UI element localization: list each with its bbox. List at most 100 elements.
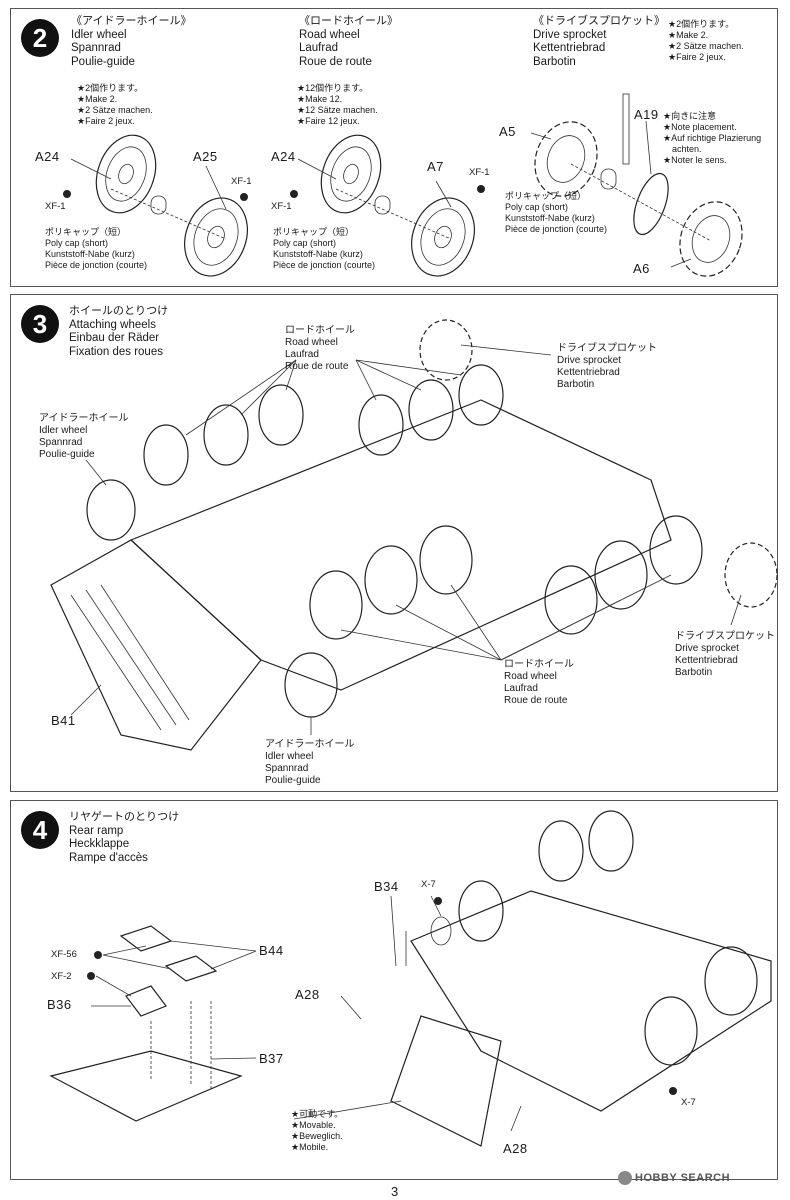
idler-title: 《アイドラーホイール》 Idler wheel Spannrad Poulie-… <box>71 15 191 69</box>
part-label: A19 <box>634 107 659 122</box>
hull-shape <box>129 399 672 691</box>
idler-jp: アイドラーホイール <box>265 739 355 750</box>
sprocket-note: ★2個作ります。 ★Make 2. ★2 Sätze machen. ★Fair… <box>668 19 744 63</box>
idler-title-fr: Poulie-guide <box>71 55 135 68</box>
polycap-en: Poly cap (short) <box>45 238 109 248</box>
polycap-jp: ポリキャップ（短） <box>45 227 127 237</box>
part-label: A28 <box>295 987 320 1002</box>
idler-title-en: Idler wheel <box>71 28 127 41</box>
idler-note: ★2個作ります。 ★Make 2. ★2 Sätze machen. ★Fair… <box>77 83 153 127</box>
paint-label: X-7 <box>681 1097 696 1108</box>
polycap-de: Kunststoff-Nabe (kurz) <box>273 249 363 259</box>
part-label: A24 <box>271 149 296 164</box>
part-label: B44 <box>259 943 284 958</box>
hull-rear-drawing <box>293 810 772 1147</box>
sprocket-note-jp: ★2個作ります。 <box>668 19 735 29</box>
lower-drive-sprocket <box>724 542 778 608</box>
step-2-panel: 2 <box>10 8 778 287</box>
idler-wheel-label-bottom: アイドラーホイール Idler wheel Spannrad Poulie-gu… <box>265 739 355 787</box>
paint-label: X-7 <box>421 879 436 890</box>
step-3-drawing <box>50 319 778 751</box>
road-title-fr: Roue de route <box>299 55 372 68</box>
sprocket-note-fr: ★Faire 2 jeux. <box>668 52 726 62</box>
title-fr: Rampe d'accès <box>69 851 148 864</box>
part-label: B37 <box>259 1051 284 1066</box>
polycap-jp: ポリキャップ（短） <box>273 227 355 237</box>
part-label: B36 <box>47 997 72 1012</box>
idler-en: Idler wheel <box>265 751 314 762</box>
road-title-en: Road wheel <box>299 28 360 41</box>
warn-fr: ★Noter le sens. <box>663 155 727 165</box>
watermark: HOBBY SEARCH <box>618 1171 730 1185</box>
upper-drive-sprocket <box>419 319 473 381</box>
step-number: 4 <box>21 811 59 849</box>
watermark-logo-icon <box>618 1171 632 1185</box>
part-label: A24 <box>35 149 60 164</box>
sprocket-title-de: Kettentriebrad <box>533 42 606 54</box>
title-en: Attaching wheels <box>69 318 156 331</box>
road-title: 《ロードホイール》 Road wheel Laufrad Roue de rou… <box>299 15 398 69</box>
part-label: A7 <box>427 159 444 174</box>
drive-sprocket-drawing <box>530 93 743 277</box>
sprocket-note-de: ★2 Sätze machen. <box>668 41 744 51</box>
title-de: Einbau der Räder <box>69 332 160 344</box>
move-en: ★Movable. <box>291 1120 336 1130</box>
road-wheel-label-bottom: ロードホイール Road wheel Laufrad Roue de route <box>504 659 574 707</box>
polycap-jp: ポリキャップ（短） <box>505 191 587 201</box>
idler-en: Idler wheel <box>39 425 88 436</box>
step-3-title: ホイールのとりつけ Attaching wheels Einbau der Rä… <box>69 305 168 359</box>
part-label: A5 <box>499 124 516 139</box>
sprocket-de: Kettentriebrad <box>675 655 738 666</box>
road-fr: Roue de route <box>504 695 568 706</box>
sprocket-title: 《ドライブスプロケット》 Drive sprocket Kettentriebr… <box>533 15 665 69</box>
road-wheel-label-top: ロードホイール Road wheel Laufrad Roue de route <box>285 325 355 373</box>
sprocket-title-jp: 《ドライブスプロケット》 <box>533 15 665 27</box>
polycap-fr: Pièce de jonction (courte) <box>273 260 376 270</box>
sprocket-label-top: ドライブスプロケット Drive sprocket Kettentriebrad… <box>557 343 657 391</box>
polycap-fr: Pièce de jonction (courte) <box>45 260 148 270</box>
road-en: Road wheel <box>285 337 338 348</box>
sprocket-jp: ドライブスプロケット <box>675 631 775 642</box>
title-jp: リヤゲートのとりつけ <box>69 811 180 823</box>
watermark-text: HOBBY SEARCH <box>635 1171 731 1184</box>
rear-ramp-subassembly <box>49 925 257 1122</box>
part-label: A28 <box>503 1141 528 1156</box>
idler-wheel-drawing <box>63 134 248 277</box>
sprocket-label-bottom: ドライブスプロケット Drive sprocket Kettentriebrad… <box>675 631 775 679</box>
road-jp: ロードホイール <box>285 325 355 336</box>
sprocket-en: Drive sprocket <box>675 643 739 654</box>
title-fr: Fixation des roues <box>69 345 163 358</box>
warn-de-cont: achten. <box>672 144 702 154</box>
title-en: Rear ramp <box>69 824 124 837</box>
upper-road-wheels <box>143 364 504 486</box>
step-4-panel: 4 リヤゲートのとりつけ Rear ramp Heckklappe Rampe … <box>10 800 778 1180</box>
road-note-de: ★12 Sätze machen. <box>297 105 378 115</box>
road-note-fr: ★Faire 12 jeux. <box>297 116 360 126</box>
part-label: B34 <box>374 879 399 894</box>
road-note-jp: ★12個作ります。 <box>297 83 369 93</box>
idler-de: Spannrad <box>265 763 309 774</box>
title-jp: ホイールのとりつけ <box>69 305 169 317</box>
step-number: 3 <box>21 305 59 343</box>
idler-jp: アイドラーホイール <box>39 413 129 424</box>
road-wheel-drawing <box>290 134 485 277</box>
sprocket-en: Drive sprocket <box>557 355 621 366</box>
step-number: 2 <box>21 19 59 57</box>
warn-jp: ★向きに注意 <box>663 111 717 121</box>
idler-de: Spannrad <box>39 437 83 448</box>
road-de: Laufrad <box>285 349 319 360</box>
idler-fr: Poulie-guide <box>39 449 95 460</box>
idler-title-jp: 《アイドラーホイール》 <box>71 15 192 27</box>
part-label: A25 <box>193 149 218 164</box>
page-number: 3 <box>391 1184 399 1199</box>
road-de: Laufrad <box>504 683 538 694</box>
sprocket-fr: Barbotin <box>557 379 595 390</box>
polycap-de: Kunststoff-Nabe (kurz) <box>45 249 135 259</box>
polycap-en: Poly cap (short) <box>273 238 337 248</box>
idler-wheel-label-top: アイドラーホイール Idler wheel Spannrad Poulie-gu… <box>39 413 129 461</box>
idler-note-jp: ★2個作ります。 <box>77 83 144 93</box>
move-fr: ★Mobile. <box>291 1142 329 1152</box>
warn-de: ★Auf richtige Plazierung <box>663 133 762 143</box>
paint-label: XF-1 <box>469 167 490 178</box>
road-title-jp: 《ロードホイール》 <box>299 15 398 27</box>
